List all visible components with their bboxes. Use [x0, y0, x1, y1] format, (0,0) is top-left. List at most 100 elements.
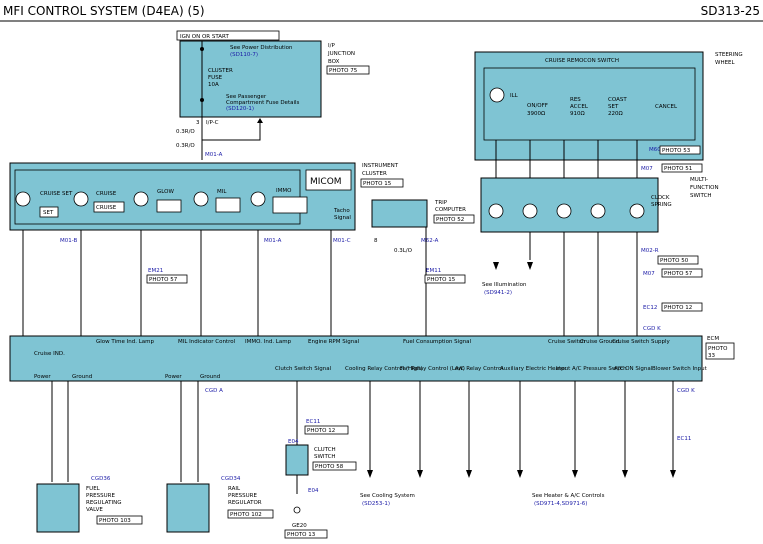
svg-text:TRIP: TRIP — [434, 200, 448, 206]
svg-text:MULTI-: MULTI- — [690, 177, 708, 183]
svg-text:See Passenger: See Passenger — [226, 94, 267, 100]
micom-box — [305, 169, 352, 191]
svg-text:10A: 10A — [208, 82, 219, 88]
svg-text:Power: Power — [34, 374, 51, 380]
svg-text:Cruise IND.: Cruise IND. — [34, 351, 65, 357]
ip-junction-box — [179, 40, 322, 118]
svg-text:M01-C: M01-C — [333, 238, 351, 244]
svg-text:MICOM: MICOM — [310, 177, 342, 187]
svg-text:Ground: Ground — [72, 374, 92, 380]
svg-text:PHOTO 57: PHOTO 57 — [149, 277, 178, 283]
ign-label-box — [176, 30, 280, 41]
svg-text:PHOTO 58: PHOTO 58 — [315, 464, 344, 470]
svg-text:CRUISE REMOCON SWITCH: CRUISE REMOCON SWITCH — [545, 58, 619, 64]
svg-text:M01-A: M01-A — [205, 152, 223, 158]
svg-text:REGULATOR: REGULATOR — [228, 500, 262, 506]
lamp-cruise-set: CRUISE SET SET — [15, 191, 73, 218]
svg-text:GLOW: GLOW — [157, 189, 174, 195]
svg-text:CLUTCH: CLUTCH — [314, 447, 336, 453]
ign-label: IGN ON OR START — [180, 34, 229, 40]
svg-text:Cruise Switch: Cruise Switch — [548, 339, 586, 345]
svg-text:CRUISE: CRUISE — [96, 191, 117, 197]
svg-text:COAST: COAST — [608, 97, 627, 103]
svg-text:CGD34: CGD34 — [221, 476, 241, 482]
svg-text:See Heater & A/C Controls: See Heater & A/C Controls — [532, 493, 605, 499]
svg-text:Engine RPM Signal: Engine RPM Signal — [308, 339, 360, 345]
svg-text:8: 8 — [374, 238, 378, 244]
svg-text:REGULATING: REGULATING — [86, 500, 121, 506]
svg-text:RAIL: RAIL — [228, 486, 241, 492]
fuel-pressure-regulating-valve — [36, 483, 80, 533]
svg-text:PHOTO 57: PHOTO 57 — [664, 271, 693, 277]
svg-text:IMMO: IMMO — [276, 188, 292, 194]
svg-text:VALVE: VALVE — [86, 507, 103, 513]
svg-text:0.3R/O: 0.3R/O — [176, 143, 195, 149]
svg-text:ON/OFF: ON/OFF — [527, 103, 548, 109]
svg-text:PHOTO 51: PHOTO 51 — [664, 166, 692, 172]
svg-text:M02-R: M02-R — [641, 248, 659, 254]
svg-text:SPRING: SPRING — [651, 202, 672, 208]
svg-text:3900Ω: 3900Ω — [527, 111, 545, 117]
svg-text:M01-A: M01-A — [264, 238, 282, 244]
instrument-cluster — [9, 162, 356, 231]
svg-text:ACCEL: ACCEL — [570, 104, 589, 110]
svg-text:STEERING: STEERING — [715, 52, 743, 58]
svg-text:FUNCTION: FUNCTION — [690, 185, 719, 191]
svg-text:EM11: EM11 — [426, 268, 441, 274]
svg-text:I/P: I/P — [328, 43, 335, 49]
svg-text:3: 3 — [196, 120, 200, 126]
svg-text:PRESSURE: PRESSURE — [86, 493, 115, 499]
svg-text:M62-A: M62-A — [421, 238, 439, 244]
svg-text:PHOTO 50: PHOTO 50 — [660, 258, 689, 264]
svg-text:A/C ON Signal: A/C ON Signal — [614, 366, 653, 372]
svg-text:WHEEL: WHEEL — [715, 60, 736, 66]
clock-spring — [480, 177, 659, 233]
svg-text:PRESSURE: PRESSURE — [228, 493, 257, 499]
svg-text:PHOTO 13: PHOTO 13 — [287, 532, 316, 538]
svg-text:M60: M60 — [649, 147, 661, 153]
svg-text:JUNCTION: JUNCTION — [327, 51, 355, 57]
svg-text:PHOTO 52: PHOTO 52 — [436, 217, 464, 223]
svg-text:Glow Time Ind. Lamp: Glow Time Ind. Lamp — [96, 339, 154, 345]
svg-text:CGD36: CGD36 — [91, 476, 111, 482]
cruise-remocon-switch — [474, 51, 704, 161]
svg-text:Power: Power — [165, 374, 182, 380]
svg-text:SWITCH: SWITCH — [690, 193, 712, 199]
lamp-immo: IMMO — [250, 188, 308, 214]
svg-text:CLUSTER: CLUSTER — [208, 68, 233, 74]
lamp-glow: GLOW — [133, 189, 182, 213]
svg-text:(SD110-7): (SD110-7) — [230, 52, 258, 58]
svg-text:CGD K: CGD K — [677, 388, 695, 394]
svg-text:PHOTO 53: PHOTO 53 — [662, 148, 691, 154]
svg-text:Input A/C Pressure Switch: Input A/C Pressure Switch — [556, 366, 627, 372]
svg-text:RES: RES — [570, 97, 581, 103]
svg-text:CGD K: CGD K — [643, 326, 661, 332]
svg-text:Cooling Relay Control (High): Cooling Relay Control (High) — [345, 366, 423, 372]
svg-text:CRUISE SET: CRUISE SET — [40, 191, 73, 197]
svg-text:See Cooling System: See Cooling System — [360, 493, 415, 499]
svg-text:EM21: EM21 — [148, 268, 163, 274]
svg-text:M01-B: M01-B — [60, 238, 78, 244]
ecm-output-arrows — [367, 470, 676, 478]
svg-text:FUEL: FUEL — [86, 486, 101, 492]
svg-text:GE20: GE20 — [292, 523, 307, 529]
svg-text:EC11: EC11 — [306, 419, 320, 425]
svg-text:EC11: EC11 — [677, 436, 691, 442]
svg-text:910Ω: 910Ω — [570, 111, 585, 117]
trip-computer — [371, 199, 428, 228]
lamp-cruise: CRUISE CRUISE — [73, 191, 125, 213]
svg-text:M07: M07 — [643, 271, 655, 277]
svg-text:0.3L/O: 0.3L/O — [394, 248, 413, 254]
svg-text:(SD253-1): (SD253-1) — [362, 501, 390, 507]
svg-text:PHOTO 103: PHOTO 103 — [99, 518, 131, 524]
svg-text:33: 33 — [708, 353, 715, 359]
svg-text:I/P-C: I/P-C — [206, 120, 219, 126]
svg-text:(SD120-1): (SD120-1) — [226, 106, 254, 112]
svg-text:Clutch Switch Signal: Clutch Switch Signal — [275, 366, 332, 372]
svg-text:Compartment Fuse Details: Compartment Fuse Details — [226, 100, 300, 106]
svg-text:INSTRUMENT: INSTRUMENT — [362, 163, 399, 169]
diagram-title: MFI CONTROL SYSTEM (D4EA) (5) — [3, 4, 205, 18]
svg-text:CLOCK: CLOCK — [651, 195, 670, 201]
svg-text:CGD A: CGD A — [205, 388, 223, 394]
svg-text:PHOTO 75: PHOTO 75 — [329, 68, 358, 74]
